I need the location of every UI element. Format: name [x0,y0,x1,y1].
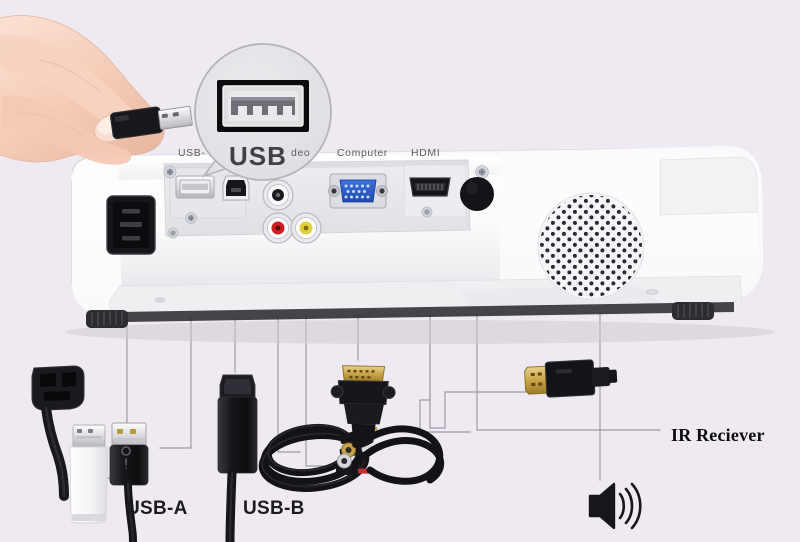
port-label-hdmi: HDMI [411,147,441,159]
hand-with-usb-dongle [0,15,193,165]
s-video-cable [336,425,444,485]
vga-thumbscrew-right [376,185,388,197]
speaker-grille [537,192,645,300]
hdmi-cable [524,359,618,398]
usb-type-b-port [222,175,250,201]
projector-foot-right [672,302,714,320]
usb-flash-drive [69,424,109,524]
usb-port-icon [217,80,309,132]
usb-type-a-port [175,175,215,199]
usb-a-cable [109,422,149,542]
usb-b-cable [217,374,258,542]
vga-computer-port [328,173,388,209]
projector-body [65,145,775,344]
panel-screws [163,165,489,239]
video-rca-jack [262,179,294,211]
iec-power-cable [31,365,85,501]
port-label-usb: USB- [178,147,206,159]
callout-label: USB [229,141,287,171]
audio-left-rca-jack [290,212,322,244]
vga-computer-cable [330,365,396,448]
usb-wireless-dongle [110,106,193,140]
hdmi-port [409,177,451,197]
vga-thumbscrew-left [328,185,340,197]
label-usb-b: USB-B [243,498,305,519]
port-label-computer: Computer [337,147,388,159]
ac-power-inlet [106,195,156,255]
projector-foot-left [86,310,128,328]
label-ir-receiver: IR Reciever [671,425,765,445]
port-label-video: deo [291,147,311,159]
audio-right-rca-jack [262,212,294,244]
label-usb-a: USB-A [126,498,188,519]
ir-receiver-window [460,177,494,211]
